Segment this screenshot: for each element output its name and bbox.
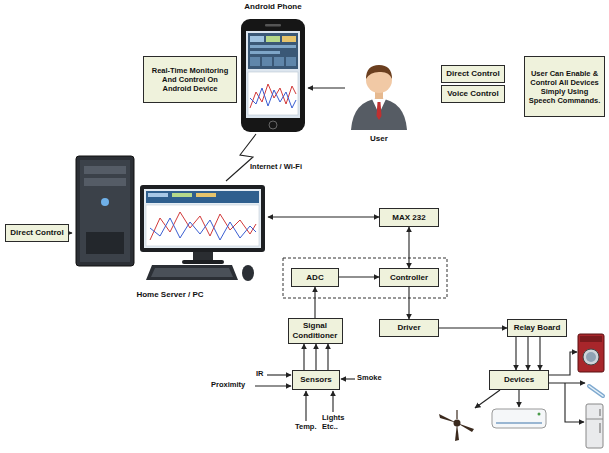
process-box: Signal Conditioner [288,318,343,344]
process-box: Controller [379,268,439,287]
tube-light [589,386,603,396]
text-label: Smoke [357,374,382,383]
connector-line [308,87,345,88]
box-label: Direct Control [446,69,499,79]
process-box: Sensors [292,370,340,390]
connector-line [408,227,409,268]
callout-box: User Can Enable & Control All Devices Si… [524,56,605,117]
process-box: ADC [291,268,339,287]
connector-line [226,134,256,181]
air-conditioner [492,409,546,428]
connector-line [268,216,379,217]
box-label: Direct Control [10,228,63,238]
process-box: Driver [379,319,439,337]
connector-line [439,327,507,328]
box-label: Real-Time Monitoring And Control On Andr… [147,66,233,93]
text-label: Proximity [211,381,245,390]
connector [226,134,256,181]
box-label: Voice Control [447,89,498,99]
process-box: Relay Board [507,319,567,337]
phone-node: Android Phone [238,2,308,133]
ceiling-fan [439,410,474,441]
node-label: User [370,134,388,144]
box-label: MAX 232 [392,213,425,223]
box-label: Devices [504,375,534,385]
connector-line [303,344,304,370]
connector [516,337,540,370]
text-label: Lights Etc.. [322,414,348,431]
box-label: User Can Enable & Control All Devices Si… [528,69,601,105]
connector-line [339,276,379,277]
connector-line [315,344,316,370]
connector-line [527,337,528,370]
connector [308,88,345,89]
connector-line [539,337,540,370]
process-box: MAX 232 [379,208,439,227]
connector [69,233,72,234]
connector [304,344,328,370]
connector [315,287,316,318]
box-label: Driver [397,323,420,333]
server-node: Home Server / PC [72,182,268,300]
user-node: User [345,58,413,144]
washing-machine [578,334,604,372]
connector [409,287,410,319]
box-label: Relay Board [514,323,561,333]
phone-illustration [238,18,308,133]
user-figure [345,58,413,130]
connector [409,227,410,268]
text-label: IR [256,370,264,379]
refrigerator [586,404,603,448]
text-label: Internet / Wi-Fi [250,163,302,172]
connector-line [314,287,315,318]
box-label: Signal Conditioner [292,321,339,340]
box-label: Sensors [300,375,332,385]
control-box: Direct Control [5,224,69,242]
connector [439,328,507,329]
connector-line [408,287,409,319]
dashed-group [283,258,447,298]
connector [339,277,379,278]
box-label: ADC [306,273,323,283]
node-label: Android Phone [244,2,301,12]
node-label: Home Server / PC [136,290,203,300]
control-box: Voice Control [441,85,505,103]
connector-line [515,337,516,370]
box-label: Controller [390,273,428,283]
connector-line [69,232,72,233]
callout-box: Real-Time Monitoring And Control On Andr… [143,56,237,103]
process-box: Devices [489,370,549,390]
connector-line [327,344,328,370]
control-box: Direct Control [441,65,505,83]
text-label: Temp. [295,423,317,432]
connector [268,217,379,218]
computer-illustration [72,152,268,292]
